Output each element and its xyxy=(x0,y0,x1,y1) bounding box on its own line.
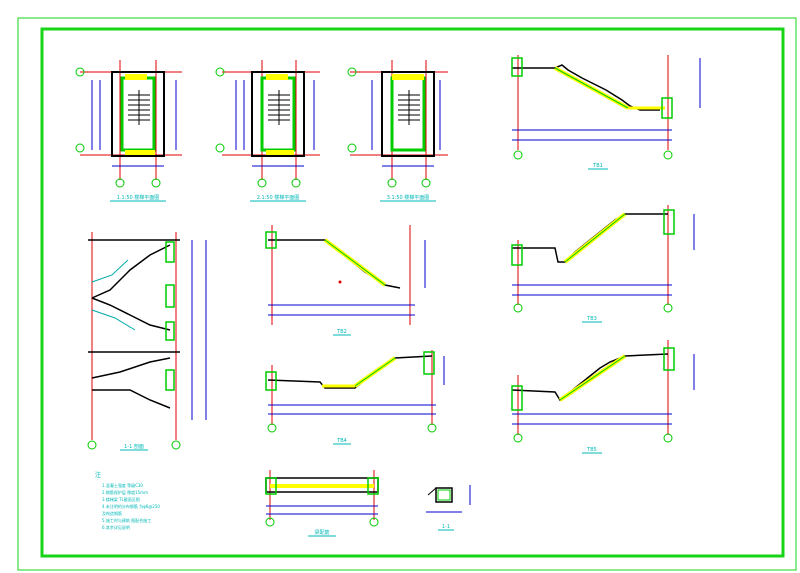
plan-3-title: 3.1:50 楼梯平面图 xyxy=(387,194,430,201)
stair-section-main: 1-1 剖面 xyxy=(87,232,207,451)
beam-detail: 梁配筋 xyxy=(265,470,379,537)
tb5-title: TB5 xyxy=(586,447,597,453)
tb3-title: TB3 xyxy=(586,316,597,322)
note-line-1: 1.混凝土强度 等级C30 xyxy=(102,482,143,488)
stair-section-tb1: TB1 xyxy=(511,55,701,170)
note-line-2: 2.钢筋保护层 厚度15mm xyxy=(102,489,148,495)
stair-plan-2: 2.1:50 楼梯平面图 xyxy=(215,60,320,202)
section-main-title: 1-1 剖面 xyxy=(124,443,144,450)
tb1-title: TB1 xyxy=(592,163,603,169)
stair-section-tb5: TB5 xyxy=(511,340,695,454)
tb2-title: TB2 xyxy=(336,329,347,335)
beam-title: 梁配筋 xyxy=(314,529,329,536)
note-line-4: 4.未注明的分布钢筋 为φ6@250 xyxy=(102,503,160,509)
note-line-7: 6.其余详见说明 xyxy=(102,524,130,530)
outer-sheet-border xyxy=(17,17,797,571)
note-line-5: 及构造钢筋 xyxy=(102,510,122,516)
tb4-title: TB4 xyxy=(336,438,347,444)
note-line-6: 5.施工时与建筑 图配合施工 xyxy=(102,517,151,523)
note-line-3: 3.楼梯梁 TL截面见图 xyxy=(102,496,140,502)
stair-section-tb2: TB2 xyxy=(265,225,426,336)
plan-2-title: 2.1:50 楼梯平面图 xyxy=(257,194,300,201)
notes-title: 注 xyxy=(95,471,101,479)
general-notes: 注 1.混凝土强度 等级C30 2.钢筋保护层 厚度15mm 3.楼梯梁 TL截… xyxy=(95,471,160,530)
plan-1-title: 1.1:50 楼梯平面图 xyxy=(117,194,160,201)
stair-plan-1: 1.1:50 楼梯平面图 xyxy=(75,60,182,202)
drawing-frame xyxy=(40,27,785,558)
section-1-1-detail: 1-1 xyxy=(426,485,471,531)
stair-section-tb3: TB3 xyxy=(511,205,695,323)
stair-section-tb4: TB4 xyxy=(265,350,445,445)
detail-title: 1-1 xyxy=(442,524,450,530)
stair-plan-3: 3.1:50 楼梯平面图 xyxy=(347,60,448,202)
